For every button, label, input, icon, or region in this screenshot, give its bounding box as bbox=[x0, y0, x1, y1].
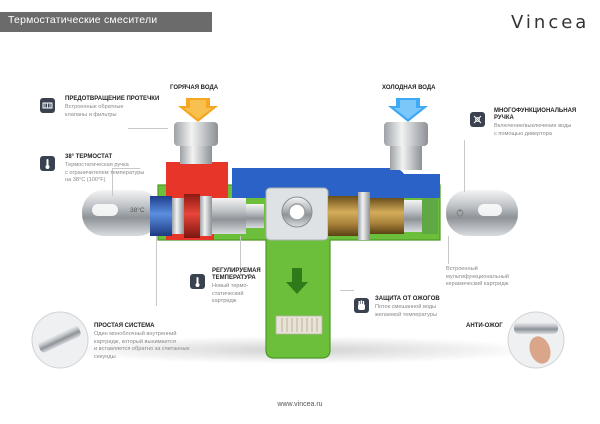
thermo-cartridge-blue bbox=[150, 196, 172, 236]
mixed-flow-arrow bbox=[286, 268, 308, 294]
feature-simple-system: ПРОСТАЯ СИСТЕМА Один моноблочный внутрен… bbox=[94, 323, 234, 363]
hot-inlet-nut bbox=[174, 122, 218, 146]
cold-water-label: ХОЛОДНАЯ ВОДА bbox=[382, 85, 436, 91]
feature-ceramic-cartridge: Встроенный мультифункциональный керамиче… bbox=[446, 266, 566, 292]
connector-line bbox=[448, 236, 449, 264]
hot-flow-arrow bbox=[178, 98, 218, 122]
ceramic-cartridge-brass bbox=[328, 196, 358, 236]
anti-burn-photo bbox=[507, 311, 565, 369]
thermometer-icon bbox=[40, 156, 55, 171]
feature-desc: Один моноблочный внутренний картридж, ко… bbox=[94, 331, 190, 360]
feature-desc: Термостатическая ручка с ограничителем т… bbox=[65, 162, 145, 184]
thermo-cartridge-red bbox=[184, 194, 200, 238]
feature-title: РЕГУЛИРУЕМАЯ bbox=[212, 268, 261, 274]
feature-title: МНОГОФУНКЦИОНАЛЬНАЯ bbox=[494, 108, 577, 114]
feature-burn-protection: ЗАЩИТА ОТ ОЖОГОВ Поток смешанной воды же… bbox=[354, 296, 464, 322]
anti-burn-label: АНТИ-ОЖОГ bbox=[466, 323, 503, 329]
thermo-cartridge-stem bbox=[212, 198, 246, 234]
connector-line bbox=[128, 128, 168, 129]
feature-title: ЗАЩИТА ОТ ОЖОГОВ bbox=[375, 296, 440, 302]
feature-title-2: РУЧКА bbox=[494, 115, 514, 121]
page-title: Термостатические смесители bbox=[8, 14, 158, 26]
feature-multi-handle: МНОГОФУНКЦИОНАЛЬНАЯ РУЧКА Включение/выкл… bbox=[470, 108, 596, 142]
thermostat-handle bbox=[82, 190, 160, 236]
cold-inlet-nut bbox=[384, 122, 428, 146]
diverter-icon bbox=[470, 112, 485, 127]
feature-desc: Встроенные обратные клапаны и фильтры bbox=[65, 104, 124, 118]
brand-logo: Vincea bbox=[511, 12, 590, 33]
feature-thermostat: 38° ТЕРМОСТАТ Термостатическая ручка с о… bbox=[40, 154, 180, 190]
cold-inlet-pipe bbox=[390, 146, 422, 170]
hot-inlet-pipe bbox=[180, 146, 212, 164]
connector-line bbox=[240, 236, 241, 276]
connector-line bbox=[464, 140, 465, 192]
cartridge-photo bbox=[31, 311, 89, 369]
feature-title: ПРЕДОТВРАЩЕНИЕ ПРОТЕЧКИ bbox=[65, 96, 160, 102]
connector-line bbox=[340, 290, 354, 291]
check-valve-icon bbox=[40, 98, 55, 113]
handle-temp-marking: 38°C bbox=[130, 207, 145, 214]
website-link[interactable]: www.vincea.ru bbox=[277, 401, 323, 408]
connector-line bbox=[112, 168, 113, 196]
feature-desc: Поток смешанной воды желаемой температур… bbox=[375, 304, 437, 318]
cold-water-channel bbox=[232, 168, 440, 198]
cold-flow-arrow bbox=[388, 98, 428, 122]
feature-desc: Встроенный мультифункциональный керамиче… bbox=[446, 266, 509, 288]
header-bar bbox=[0, 12, 212, 32]
feature-title: ПРОСТАЯ СИСТЕМА bbox=[94, 323, 155, 329]
outlet-filter bbox=[275, 315, 323, 335]
feature-title: 38° ТЕРМОСТАТ bbox=[65, 154, 113, 160]
thermometer-icon bbox=[190, 274, 205, 289]
feature-leak-prevention: ПРЕДОТВРАЩЕНИЕ ПРОТЕЧКИ Встроенные обрат… bbox=[40, 96, 180, 126]
feature-temp-control: РЕГУЛИРУЕМАЯ ТЕМПЕРАТУРА Новый термо- ст… bbox=[190, 268, 310, 310]
hand-icon bbox=[354, 298, 369, 313]
feature-title-2: ТЕМПЕРАТУРА bbox=[212, 275, 256, 281]
connector-line bbox=[156, 236, 157, 306]
feature-desc: Включение/выключение воды с помощью диве… bbox=[494, 123, 572, 137]
connector-line bbox=[112, 168, 140, 169]
feature-desc: Новый термо- статический картридж bbox=[212, 283, 249, 305]
hot-water-label: ГОРЯЧАЯ ВОДА bbox=[170, 85, 219, 91]
handle-highlight-right bbox=[478, 204, 502, 216]
handle-highlight-left bbox=[92, 204, 118, 216]
